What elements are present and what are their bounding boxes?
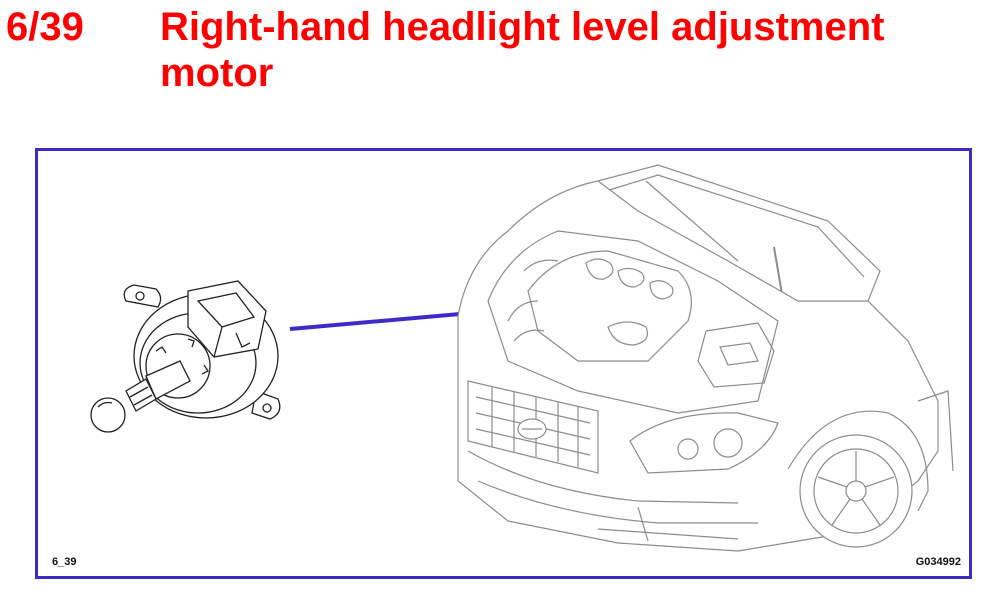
- adjustment-motor-drawing: [90, 280, 281, 433]
- figure-id-left: 6_39: [52, 556, 77, 568]
- pointer-line: [289, 312, 461, 331]
- slide-number: 6/39: [6, 5, 84, 49]
- slide-title: Right-hand headlight level adjustment mo…: [160, 5, 885, 95]
- figure-id-right: G034992: [915, 556, 961, 568]
- figure-frame: 6_39 G034992: [35, 148, 972, 579]
- illustration: [90, 164, 954, 552]
- car-front-drawing: [457, 164, 954, 552]
